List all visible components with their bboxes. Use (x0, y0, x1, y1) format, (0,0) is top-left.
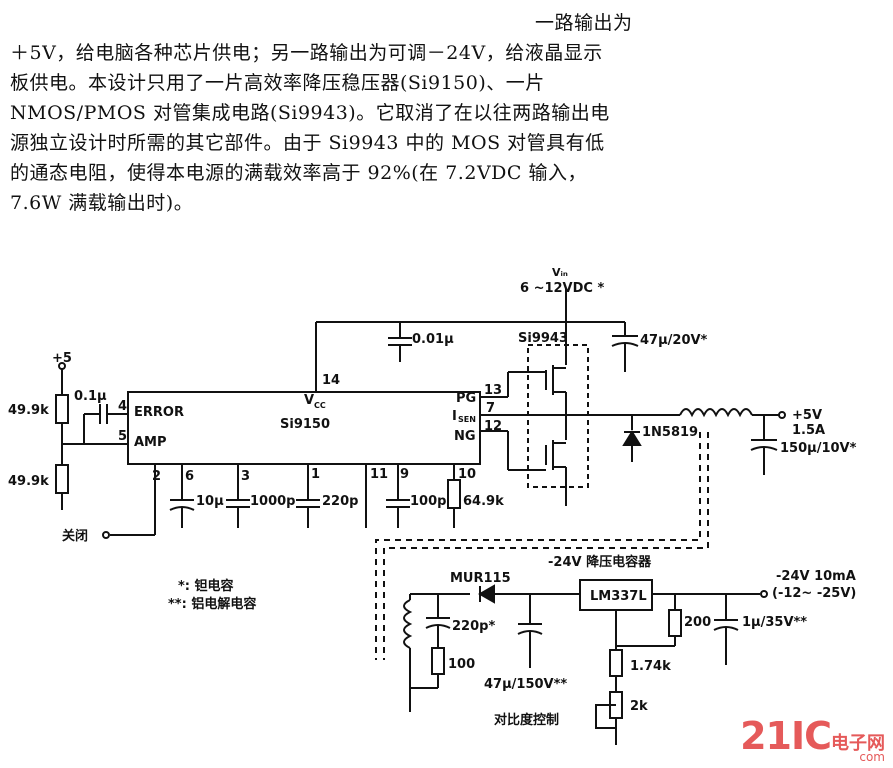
cap-47u-label: 47μ/20V* (640, 333, 708, 348)
pin3-label: 3 (241, 469, 250, 484)
res-100-label: 100 (448, 657, 475, 672)
text-line: 7.6W 满载输出时)。 (10, 192, 194, 214)
vin-label: Vᵢₙ (552, 266, 568, 279)
text-line: 板供电。本设计只用了一片高效率降压稳压器(Si9150)、一片 (10, 72, 545, 94)
text-line: 的通态电阻，使得本电源的满载效率高于 92%(在 7.2VDC 输入， (10, 162, 587, 184)
pin12-label: 12 (484, 419, 502, 434)
pin10-label: 10 (458, 467, 476, 482)
out24-range-label: (-12~ -25V) (772, 586, 856, 601)
out5-label: +5V (792, 408, 822, 423)
note-electrolytic: **: 铝电解电容 (168, 596, 256, 612)
text-line: 源独立设计时所需的其它部件。由于 Si9943 中的 MOS 对管具有低 (10, 132, 605, 154)
pin9-label: 9 (400, 467, 409, 482)
vin-range-label: 6 ~12VDC * (520, 281, 604, 296)
cap-001u-label: 0.01μ (412, 332, 454, 347)
si9150-ic-body (127, 391, 481, 465)
watermark-url: com (859, 750, 885, 764)
pg-label: PG (456, 391, 476, 406)
cap-100p-label: 100p (410, 494, 446, 509)
diode-label: 1N5819 (642, 425, 698, 440)
watermark-logo: 21IC电子网 com (740, 714, 885, 764)
plus5-feedback-label: +5 (52, 351, 72, 366)
watermark-brand: 21IC (740, 714, 832, 758)
note-tantalum: *: 钽电容 (178, 578, 234, 594)
si9943-label: Si9943 (518, 331, 568, 346)
shutdown-label: 关闭 (62, 528, 88, 544)
amp-label: AMP (134, 435, 167, 450)
out5-current-label: 1.5A (792, 423, 825, 438)
isen-label: I (452, 409, 457, 424)
description-paragraph: 一路输出为 ＋5V，给电脑各种芯片供电；另一路输出为可调－24V，给液晶显示 板… (10, 8, 660, 218)
text-line: NMOS/PMOS 对管集成电路(Si9943)。它取消了在以往两路输出电 (10, 102, 610, 124)
res-200-label: 200 (684, 615, 711, 630)
ng-label: NG (454, 429, 476, 444)
boost-cap-label: -24V 降压电容器 (548, 554, 652, 570)
pin14-label: 14 (322, 373, 340, 388)
pin11-label: 11 (370, 467, 388, 482)
isen-sub-label: SEN (458, 415, 476, 424)
watermark-cn: 电子网 (831, 733, 885, 754)
out24-label: -24V 10mA (776, 569, 856, 584)
error-label: ERROR (134, 405, 184, 420)
lm337l-label: LM337L (590, 589, 647, 604)
cap-1u-35v-label: 1μ/35V** (742, 615, 807, 630)
text-line: 一路输出为 (535, 12, 633, 34)
res-bottom-label: 49.9k (8, 474, 49, 489)
text-line: ＋5V，给电脑各种芯片供电；另一路输出为可调－24V，给液晶显示 (10, 42, 603, 64)
pin6-label: 6 (185, 469, 194, 484)
cap-150u-label: 150μ/10V* (780, 441, 857, 456)
mur115-label: MUR115 (450, 571, 511, 586)
ic-label: Si9150 (280, 417, 330, 432)
cap-220p-b-label: 220p* (452, 619, 495, 634)
cap-220p-label: 220p (322, 494, 358, 509)
pin4-label: 4 (118, 399, 127, 414)
pin1-label: 1 (311, 467, 320, 482)
res-174k-label: 1.74k (630, 659, 671, 674)
vcc-sub-label: CC (314, 401, 326, 410)
cap-10u-label: 10μ (196, 494, 224, 509)
cap-1000p-label: 1000p (250, 494, 296, 509)
pin5-label: 5 (118, 429, 127, 444)
cap-47u-150v-label: 47μ/150V** (484, 677, 567, 692)
pin2-label: 2 (152, 469, 161, 484)
pin7-label: 7 (486, 401, 495, 416)
contrast-label: 对比度控制 (494, 712, 559, 728)
res-2k-label: 2k (630, 699, 648, 714)
pin13-label: 13 (484, 383, 502, 398)
cap-01u-label: 0.1μ (74, 389, 107, 404)
res-top-label: 49.9k (8, 403, 49, 418)
vcc-label: V (304, 393, 314, 408)
res-649k-label: 64.9k (463, 494, 504, 509)
